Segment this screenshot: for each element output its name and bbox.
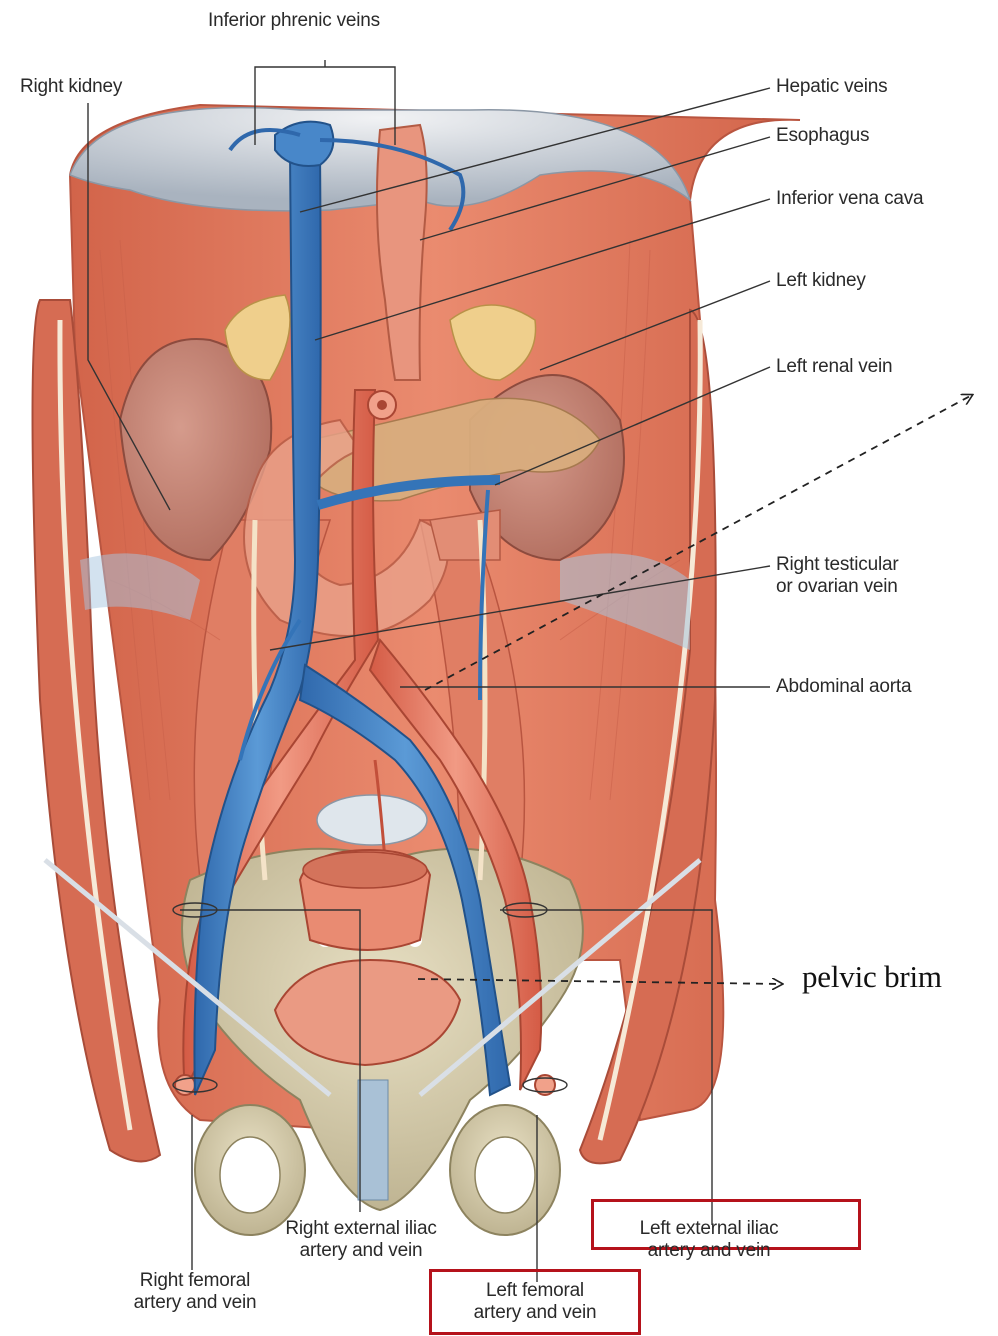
label-right-kidney: Right kidney (20, 76, 122, 98)
label-right-femoral-line2: artery and vein (100, 1292, 290, 1314)
label-esophagus: Esophagus (776, 125, 869, 147)
label-right-external-iliac-line2: artery and vein (256, 1240, 466, 1262)
label-right-testicular-line2: or ovarian vein (776, 576, 898, 598)
label-left-femoral-line1: Left femoral (437, 1280, 633, 1302)
label-right-femoral: Right femoral artery and vein (100, 1270, 290, 1314)
label-right-testicular-line1: Right testicular (776, 554, 898, 576)
label-abdominal-aorta: Abdominal aorta (776, 676, 911, 698)
label-left-femoral-line2: artery and vein (437, 1302, 633, 1324)
label-right-testicular-vein: Right testicular or ovarian vein (776, 554, 898, 598)
label-right-external-iliac-line1: Right external iliac (256, 1218, 466, 1240)
label-left-external-iliac-line1: Left external iliac (604, 1218, 814, 1240)
label-left-renal-vein: Left renal vein (776, 356, 892, 378)
label-right-external-iliac: Right external iliac artery and vein (256, 1218, 466, 1262)
label-left-kidney: Left kidney (776, 270, 866, 292)
label-left-external-iliac-line2: artery and vein (604, 1240, 814, 1262)
label-hepatic-veins: Hepatic veins (776, 76, 887, 98)
label-inferior-phrenic-veins: Inferior phrenic veins (208, 10, 380, 32)
label-left-femoral: Left femoral artery and vein (437, 1280, 633, 1324)
label-inferior-vena-cava: Inferior vena cava (776, 188, 923, 210)
annotation-pelvic-brim: pelvic brim (802, 966, 942, 988)
label-right-femoral-line1: Right femoral (100, 1270, 290, 1292)
label-left-external-iliac: Left external iliac artery and vein (604, 1218, 814, 1262)
